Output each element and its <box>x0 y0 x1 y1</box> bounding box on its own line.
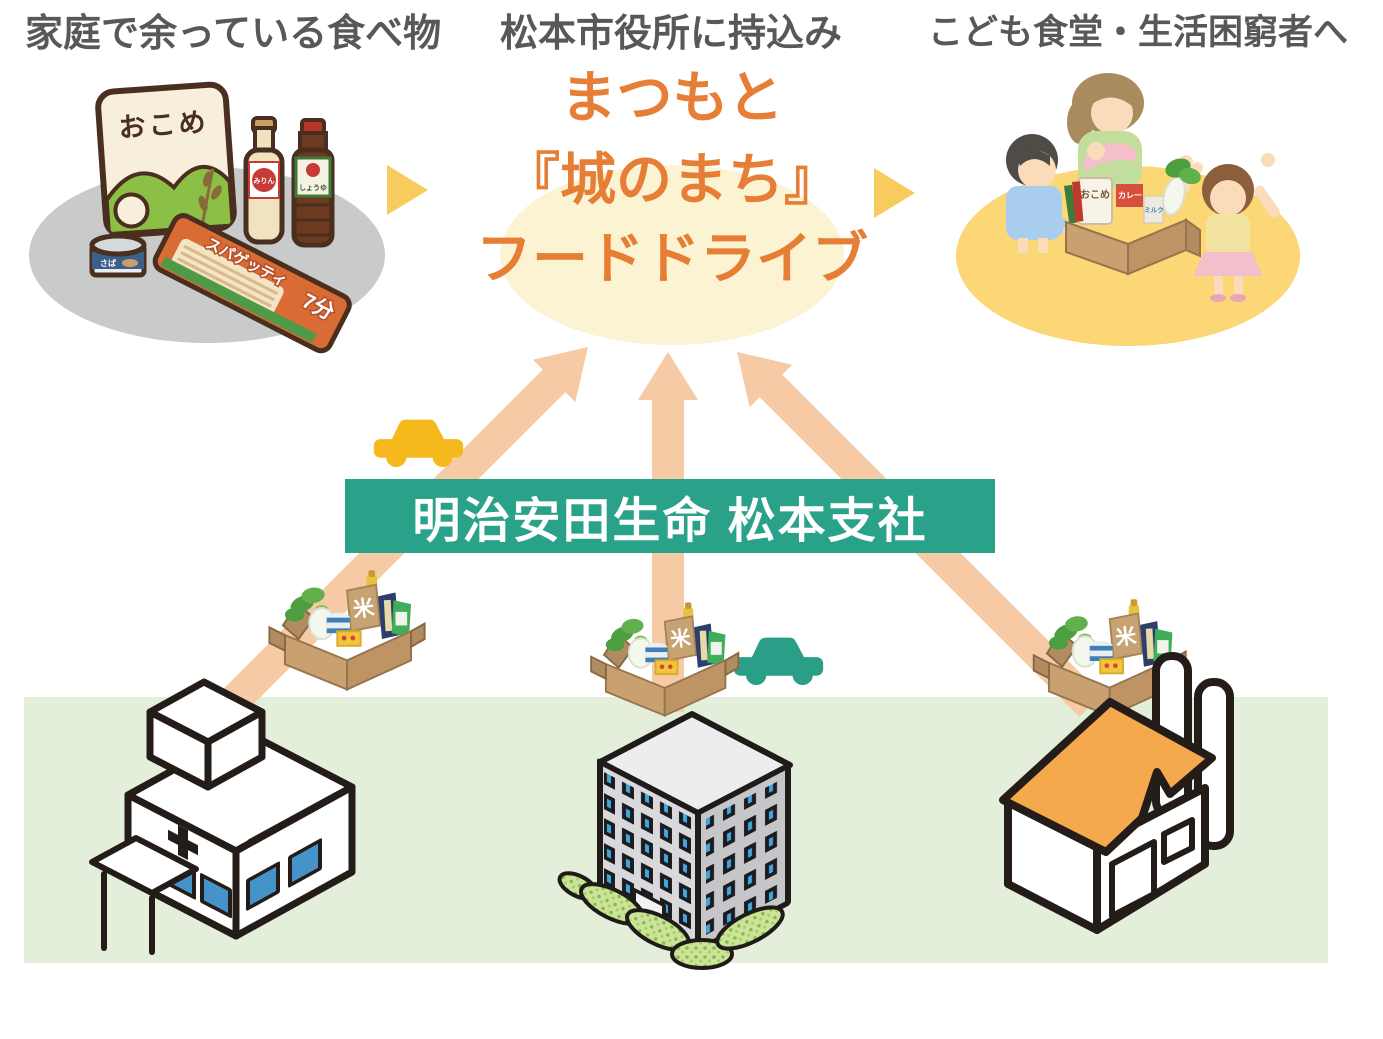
mirin-bottle: みりん <box>243 116 285 245</box>
gift-rice-label: おこめ <box>1080 189 1110 201</box>
heading-home-surplus-food: 家庭で余っている食べ物 <box>25 13 442 55</box>
food-drive-title-line3: フードドライブ <box>476 227 868 290</box>
office-building <box>557 711 793 970</box>
soy-sauce-bottle: しょうゆ <box>291 118 335 248</box>
heading-bring-to-city-hall: 松本市役所に持込み <box>500 13 843 55</box>
baby-figure <box>1083 142 1137 177</box>
flow-arrow-right <box>874 168 915 218</box>
food-drive-title-line1: まつもと <box>560 66 784 129</box>
fish-can: さば <box>89 233 147 278</box>
fish-can-label: さば <box>100 258 116 268</box>
girl-figure <box>1177 153 1280 302</box>
food-drive-title-line2: 『城のまち』 <box>504 148 840 211</box>
flow-arrow-left <box>387 165 428 215</box>
boy-figure <box>1006 134 1075 253</box>
gift-curry-label: カレー <box>1118 191 1142 200</box>
car-teal-icon <box>733 637 824 686</box>
gift-milk-label: ミルク <box>1144 205 1164 214</box>
cream-ellipse <box>500 165 844 345</box>
right-scene-illustration: おこめ カレー ミルク <box>1006 73 1280 302</box>
hospital-building <box>89 678 356 955</box>
car-yellow-icon <box>373 419 464 468</box>
mother-figure <box>1067 73 1144 189</box>
left-foods-illustration: おこめ みりん <box>89 81 352 354</box>
factory-building <box>999 652 1234 934</box>
heading-to-children-cafeterias: こども食堂・生活困窮者へ <box>928 13 1349 52</box>
soy-sauce-label: しょうゆ <box>299 183 327 192</box>
rice-bag-label: おこめ <box>118 107 210 143</box>
rice-bag: おこめ <box>95 81 237 239</box>
mirin-label: みりん <box>254 176 275 185</box>
gift-box: おこめ カレー ミルク <box>1064 158 1201 276</box>
company-banner: 明治安田生命 松本支社 <box>345 479 995 553</box>
